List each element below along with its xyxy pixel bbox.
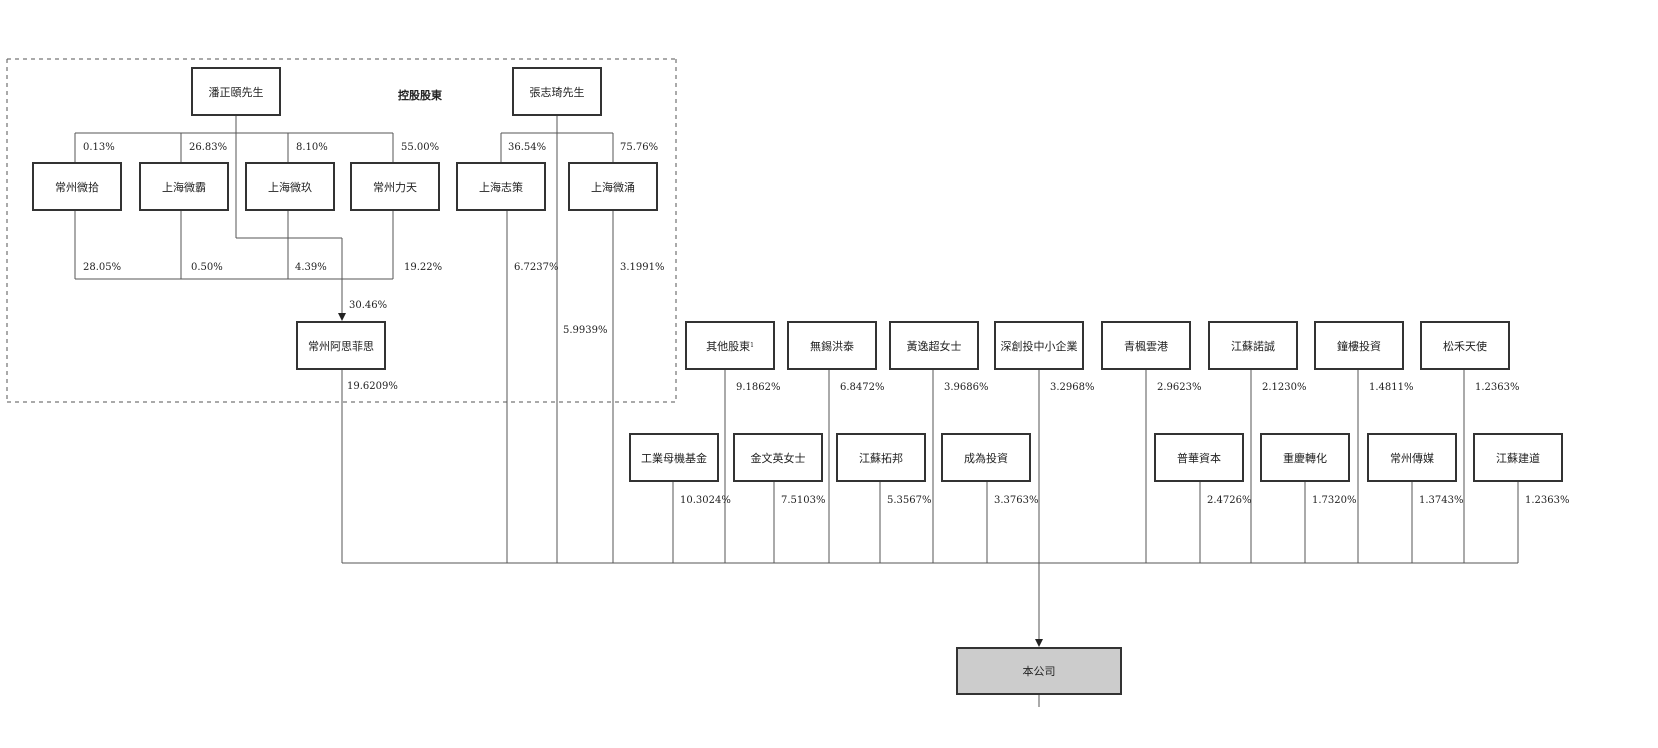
shareholding-percentage: 8.10% bbox=[296, 142, 328, 153]
entity-name: 常州微拾 bbox=[55, 180, 99, 194]
entity-name: 其他股東 bbox=[706, 339, 751, 353]
shareholding-percentage: 3.2968% bbox=[1050, 382, 1095, 393]
holding-entity-box: 常州力天 bbox=[350, 162, 440, 211]
other-shareholder-box: 江蘇拓邦 bbox=[836, 433, 926, 482]
entity-name: 上海微涌 bbox=[591, 180, 635, 194]
entity-name: 常州力天 bbox=[373, 180, 417, 194]
entity-name: 黃逸超女士 bbox=[906, 339, 962, 353]
shareholding-percentage: 26.83% bbox=[189, 142, 228, 153]
shareholding-percentage: 1.2363% bbox=[1475, 382, 1520, 393]
other-shareholder-box: 金文英女士 bbox=[733, 433, 823, 482]
entity-name: 潘正頤先生 bbox=[208, 85, 264, 99]
shareholding-percentage: 9.1862% bbox=[736, 382, 781, 393]
entity-name: 工業母機基金 bbox=[641, 451, 707, 465]
entity-name: 上海微霸 bbox=[162, 180, 206, 194]
shareholder-box-pan: 潘正頤先生 bbox=[191, 67, 281, 116]
other-shareholder-box: 鐘樓投資 bbox=[1314, 321, 1404, 370]
other-shareholder-box: 重慶轉化 bbox=[1260, 433, 1350, 482]
other-shareholder-box: 黃逸超女士 bbox=[889, 321, 979, 370]
shareholding-percentage: 6.8472% bbox=[840, 382, 885, 393]
shareholding-percentage: 0.50% bbox=[191, 262, 223, 273]
shareholding-percentage: 30.46% bbox=[349, 300, 388, 311]
other-shareholder-box: 常州傳媒 bbox=[1367, 433, 1457, 482]
entity-name: 上海微玖 bbox=[268, 180, 312, 194]
entity-name: 成為投資 bbox=[964, 451, 1008, 465]
shareholding-percentage: 2.1230% bbox=[1262, 382, 1307, 393]
entity-name: 無錫洪泰 bbox=[810, 339, 854, 353]
other-shareholder-box: 青楓雲港 bbox=[1101, 321, 1191, 370]
other-shareholder-box: 成為投資 bbox=[941, 433, 1031, 482]
entity-name: 常州阿思菲思 bbox=[308, 339, 374, 353]
shareholding-percentage: 10.3024% bbox=[680, 495, 731, 506]
other-shareholder-box: 工業母機基金 bbox=[629, 433, 719, 482]
shareholding-percentage: 3.1991% bbox=[620, 262, 665, 273]
shareholding-percentage: 2.9623% bbox=[1157, 382, 1202, 393]
footnote-marker: 1 bbox=[750, 342, 754, 349]
holding-entity-box: 常州微拾 bbox=[32, 162, 122, 211]
entity-name: 常州傳媒 bbox=[1390, 451, 1434, 465]
entity-name: 本公司 bbox=[1022, 665, 1056, 678]
shareholding-percentage: 1.7320% bbox=[1312, 495, 1357, 506]
shareholding-percentage: 19.6209% bbox=[347, 381, 398, 392]
entity-name: 上海志策 bbox=[479, 180, 523, 194]
shareholding-percentage: 3.9686% bbox=[944, 382, 989, 393]
shareholding-percentage: 1.2363% bbox=[1525, 495, 1570, 506]
company-box: 本公司 bbox=[956, 647, 1122, 695]
other-shareholder-box: 江蘇諾誠 bbox=[1208, 321, 1298, 370]
entity-name: 張志琦先生 bbox=[529, 85, 585, 99]
shareholding-percentage: 7.5103% bbox=[781, 495, 826, 506]
shareholder-box-zhang: 張志琦先生 bbox=[512, 67, 602, 116]
entity-name: 鐘樓投資 bbox=[1337, 339, 1381, 353]
other-shareholder-box: 松禾天使 bbox=[1420, 321, 1510, 370]
arrowhead-icon bbox=[338, 313, 346, 321]
shareholding-percentage: 4.39% bbox=[295, 262, 327, 273]
other-shareholder-box: 普華資本 bbox=[1154, 433, 1244, 482]
other-shareholder-box: 無錫洪泰 bbox=[787, 321, 877, 370]
shareholding-percentage: 36.54% bbox=[508, 142, 547, 153]
holding-entity-box-asifisi: 常州阿思菲思 bbox=[296, 321, 386, 370]
other-shareholder-box: 深創投中小企業 bbox=[994, 321, 1084, 370]
shareholding-percentage: 2.4726% bbox=[1207, 495, 1252, 506]
controlling-shareholders-label: 控股股東 bbox=[398, 89, 442, 102]
entity-name: 普華資本 bbox=[1177, 451, 1221, 465]
entity-name: 江蘇諾誠 bbox=[1231, 339, 1275, 353]
shareholding-percentage: 28.05% bbox=[83, 262, 122, 273]
holding-entity-box: 上海微霸 bbox=[139, 162, 229, 211]
shareholding-percentage: 19.22% bbox=[404, 262, 443, 273]
shareholding-percentage: 5.9939% bbox=[563, 325, 608, 336]
shareholding-percentage: 5.3567% bbox=[887, 495, 932, 506]
entity-name: 江蘇拓邦 bbox=[859, 451, 903, 465]
entity-name: 青楓雲港 bbox=[1124, 339, 1168, 353]
arrowhead-icon bbox=[1035, 639, 1043, 647]
shareholding-percentage: 0.13% bbox=[83, 142, 115, 153]
entity-name: 深創投中小企業 bbox=[1000, 339, 1078, 353]
entity-name: 金文英女士 bbox=[750, 451, 806, 465]
holding-entity-box: 上海志策 bbox=[456, 162, 546, 211]
shareholding-percentage: 1.3743% bbox=[1419, 495, 1464, 506]
shareholding-percentage: 55.00% bbox=[401, 142, 440, 153]
shareholding-percentage: 6.7237% bbox=[514, 262, 559, 273]
shareholding-percentage: 3.3763% bbox=[994, 495, 1039, 506]
entity-name: 松禾天使 bbox=[1443, 339, 1487, 353]
shareholding-percentage: 75.76% bbox=[620, 142, 659, 153]
holding-entity-box: 上海微玖 bbox=[245, 162, 335, 211]
shareholding-percentage: 1.4811% bbox=[1369, 382, 1414, 393]
entity-name: 江蘇建道 bbox=[1496, 451, 1540, 465]
holding-entity-box: 上海微涌 bbox=[568, 162, 658, 211]
entity-name: 重慶轉化 bbox=[1283, 451, 1327, 465]
other-shareholder-box: 江蘇建道 bbox=[1473, 433, 1563, 482]
